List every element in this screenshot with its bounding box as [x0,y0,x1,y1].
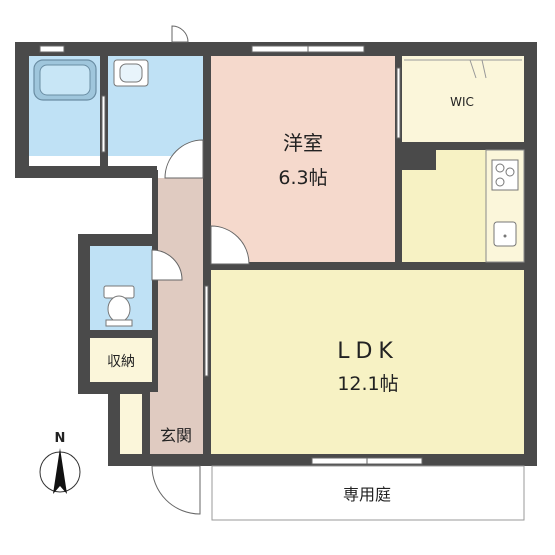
ldk-room [211,270,524,454]
stove-icon [491,159,519,191]
western-room-door [210,225,250,265]
wic-label: WIC [450,95,474,109]
windows [39,45,423,465]
entrance-area [150,392,203,454]
toilet-icon [103,285,135,327]
wic-rod [404,59,522,79]
hallway [158,178,203,392]
washroom-door [164,139,204,179]
washbasin-icon [113,59,149,87]
entrance-door [151,465,201,515]
ldk-size: 12.1帖 [337,373,398,395]
kitchen-counter [485,149,525,263]
kitchen-pillar [402,150,436,170]
shoe-space [120,394,142,454]
ldk-label: LDK [337,339,399,364]
north-compass: N [39,431,81,494]
bathtub-icon [33,59,97,101]
western-room-size: 6.3帖 [278,167,327,189]
toilet-door [151,249,183,281]
walk-in-closet [402,56,524,142]
garden-label: 専用庭 [343,485,391,504]
western-room-label: 洋室 [283,131,323,155]
entrance-label: 玄関 [160,426,192,445]
compass-label: N [55,431,66,446]
storage-label: 収納 [107,354,135,370]
walls [15,42,537,466]
sink-icon [493,221,517,247]
western-room [211,56,395,262]
doors [151,25,250,515]
private-garden [211,465,525,521]
storage-room [90,338,152,382]
roof-door [171,25,189,43]
compass-arrow-icon [53,448,67,494]
